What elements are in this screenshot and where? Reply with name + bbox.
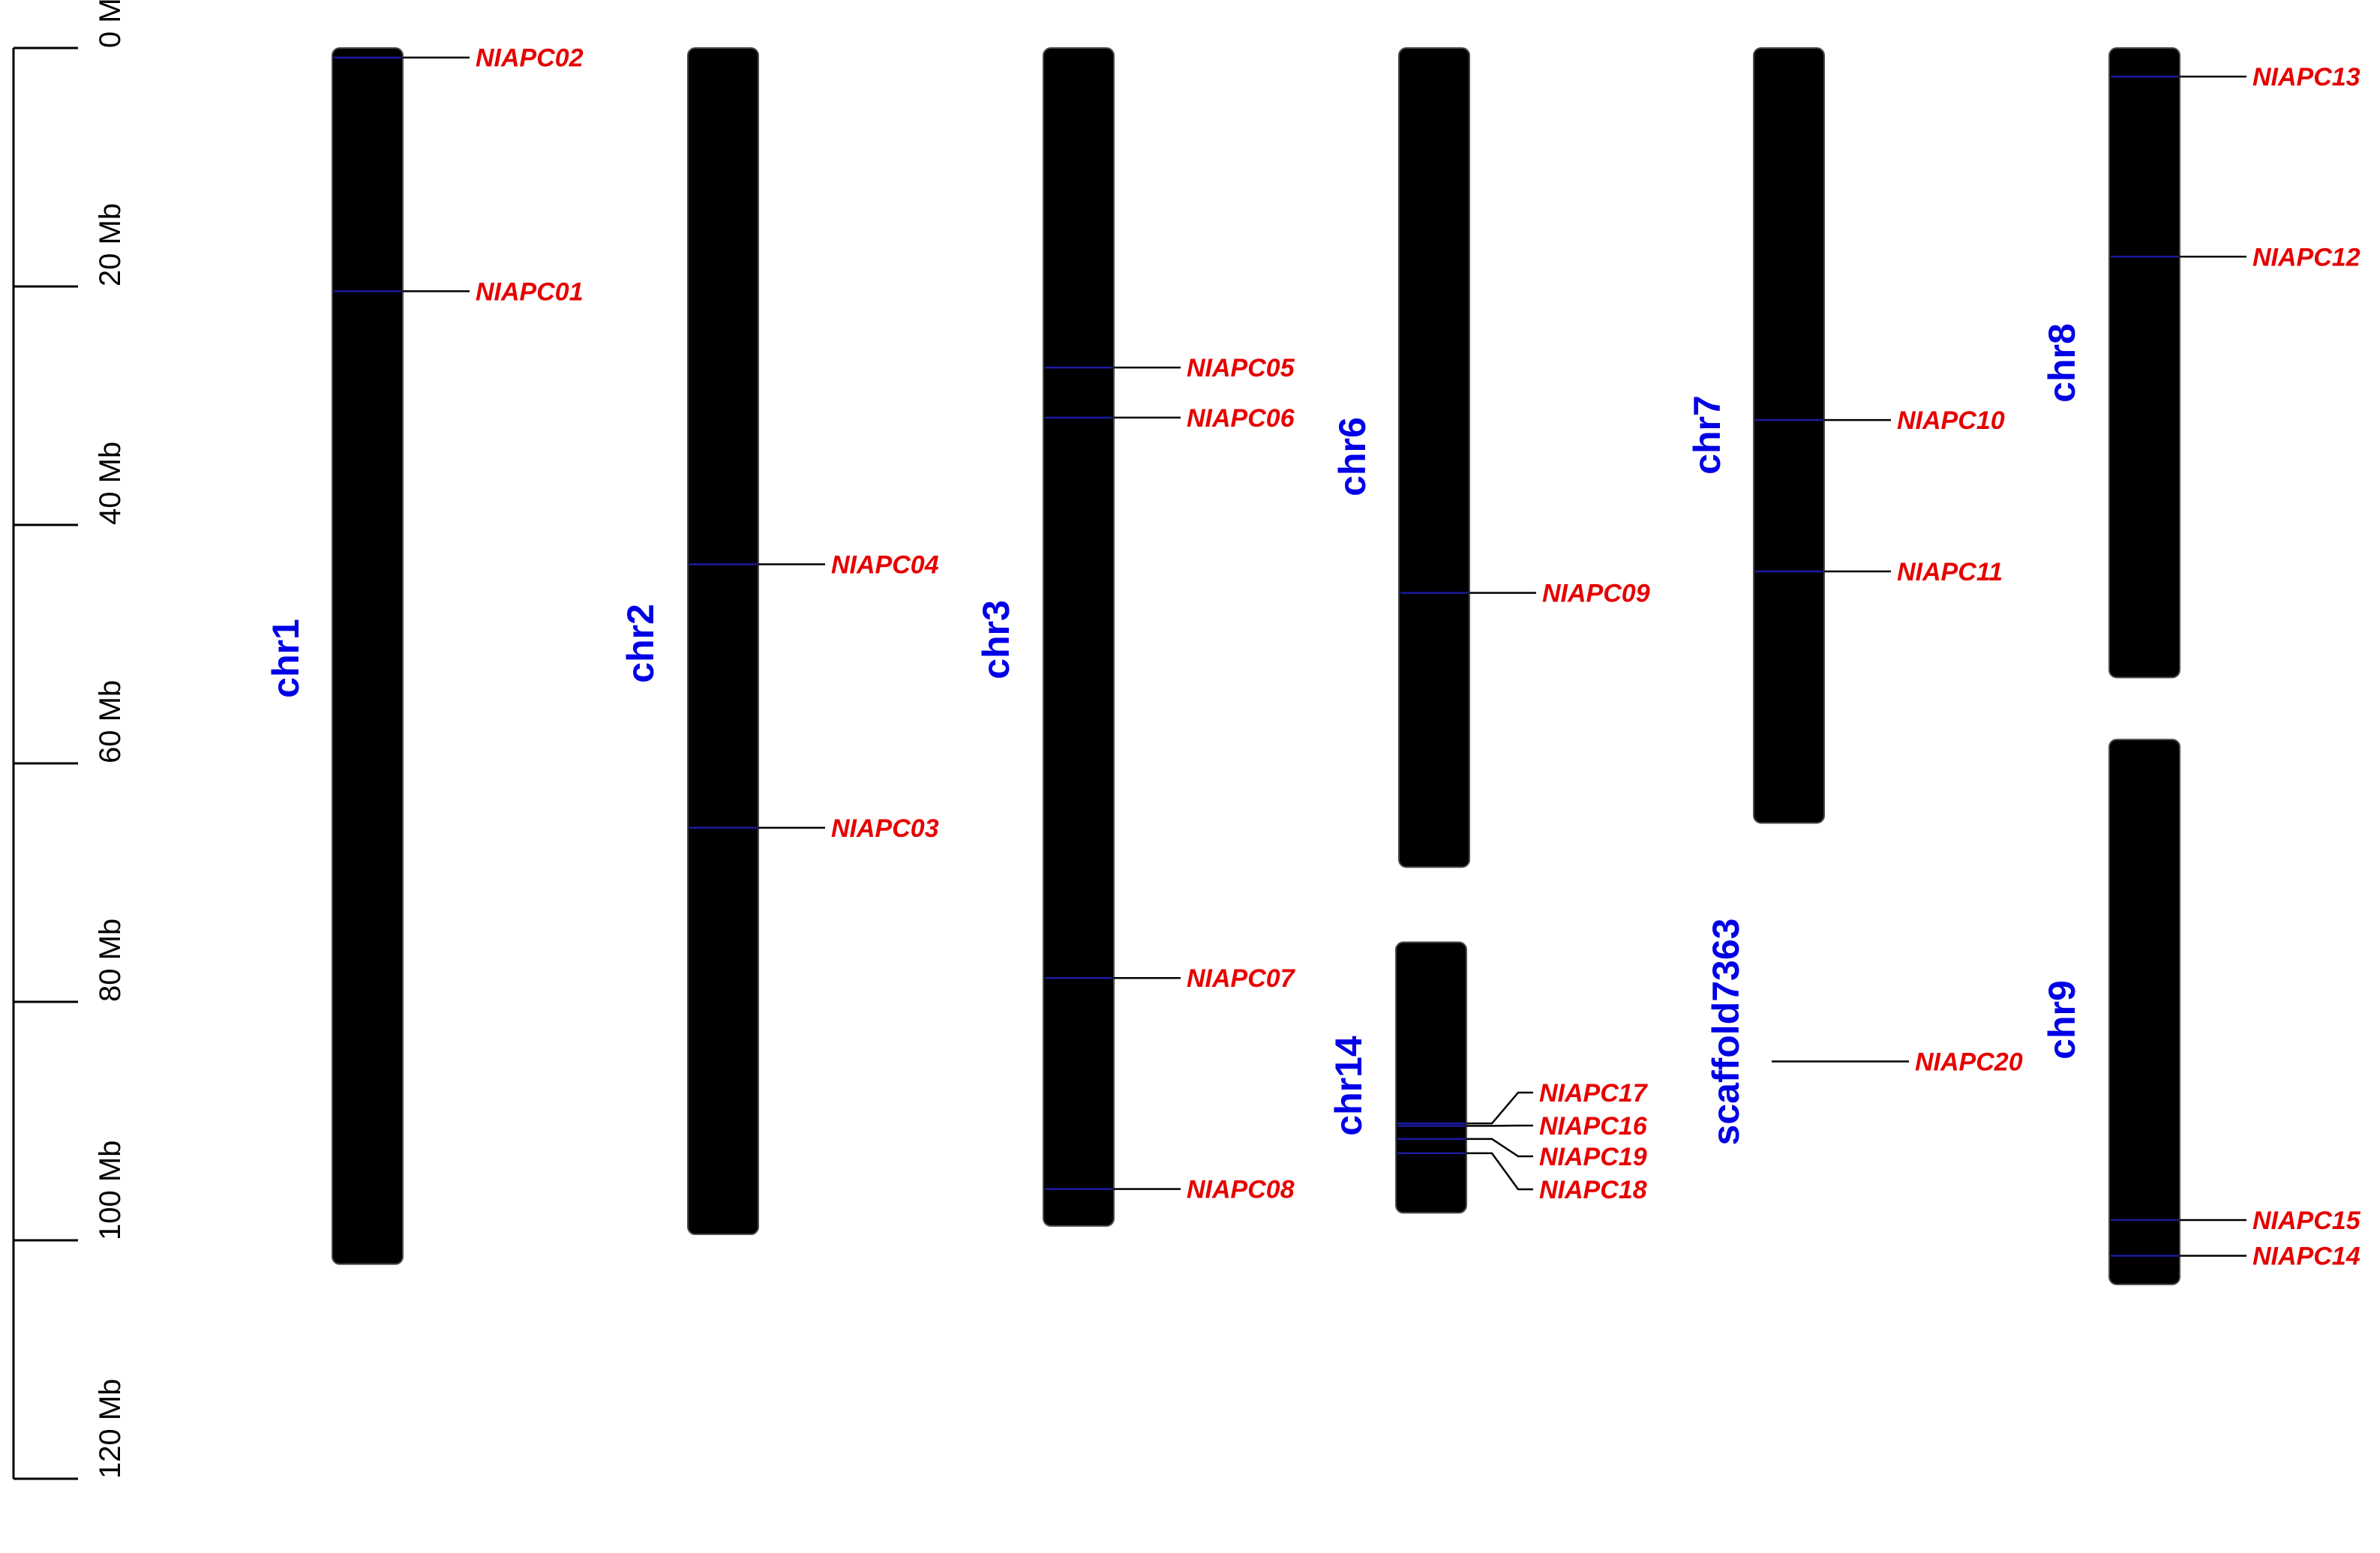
gene-connector bbox=[1466, 1093, 1533, 1123]
chromosome-bar bbox=[1754, 48, 1824, 823]
gene-label: NIAPC11 bbox=[1897, 558, 2003, 586]
chromosome-label: chr1 bbox=[265, 619, 307, 698]
scale-tick-label: 60 Mb bbox=[94, 680, 127, 763]
scale-tick-label: 80 Mb bbox=[94, 919, 127, 1002]
chromosome-label: scaffold7363 bbox=[1705, 919, 1747, 1146]
chromosome-bar bbox=[1396, 943, 1466, 1213]
scale-bar: 0 Mb 20 Mb 40 Mb 60 Mb 80 Mb 100 Mb 120 Mb bbox=[14, 0, 127, 1479]
gene-label: NIAPC20 bbox=[1915, 1048, 2023, 1077]
gene-label: NIAPC10 bbox=[1897, 406, 2005, 435]
gene-label: NIAPC16 bbox=[1539, 1112, 1648, 1141]
gene-label: NIAPC15 bbox=[2252, 1207, 2361, 1235]
gene-label: NIAPC13 bbox=[2252, 63, 2360, 91]
gene-label: NIAPC08 bbox=[1187, 1176, 1295, 1204]
gene-label: NIAPC14 bbox=[2252, 1243, 2360, 1271]
chromosome-label: chr2 bbox=[620, 604, 662, 683]
gene-label: NIAPC02 bbox=[476, 44, 584, 73]
gene-label: NIAPC01 bbox=[476, 277, 584, 306]
gene-label: NIAPC07 bbox=[1187, 964, 1296, 993]
chromosome-bar bbox=[1399, 48, 1469, 867]
gene-label: NIAPC18 bbox=[1539, 1176, 1647, 1204]
scale-tick-label: 120 Mb bbox=[94, 1379, 127, 1479]
chromosome-label: chr14 bbox=[1328, 1036, 1370, 1136]
gene-label: NIAPC05 bbox=[1187, 354, 1295, 382]
chromosome-label: chr9 bbox=[2041, 980, 2083, 1060]
chromosome-bar bbox=[332, 48, 403, 1264]
gene-label: NIAPC12 bbox=[2252, 243, 2360, 271]
chromosome-label: chr8 bbox=[2041, 323, 2083, 403]
chromosome-label: chr3 bbox=[975, 600, 1017, 679]
scale-tick-label: 40 Mb bbox=[94, 442, 127, 525]
gene-label: NIAPC03 bbox=[831, 814, 939, 843]
gene-label: NIAPC06 bbox=[1187, 404, 1295, 433]
chromosome-label: chr7 bbox=[1686, 395, 1728, 475]
gene-label: NIAPC04 bbox=[831, 550, 939, 579]
chromosome-bar bbox=[688, 48, 758, 1234]
gene-label: NIAPC17 bbox=[1539, 1079, 1649, 1108]
chromosome-bar bbox=[1043, 48, 1114, 1226]
gene-label: NIAPC19 bbox=[1539, 1143, 1647, 1171]
chromosome-bar bbox=[2109, 48, 2180, 678]
gene-connector bbox=[1466, 1153, 1533, 1189]
scale-tick-label: 100 Mb bbox=[94, 1141, 127, 1240]
scale-tick-label: 20 Mb bbox=[94, 203, 127, 286]
gene-label: NIAPC09 bbox=[1542, 580, 1650, 608]
chromosome-label: chr6 bbox=[1331, 417, 1373, 496]
scale-tick-label: 0 Mb bbox=[94, 0, 127, 48]
chromosome-bar bbox=[2109, 739, 2180, 1285]
